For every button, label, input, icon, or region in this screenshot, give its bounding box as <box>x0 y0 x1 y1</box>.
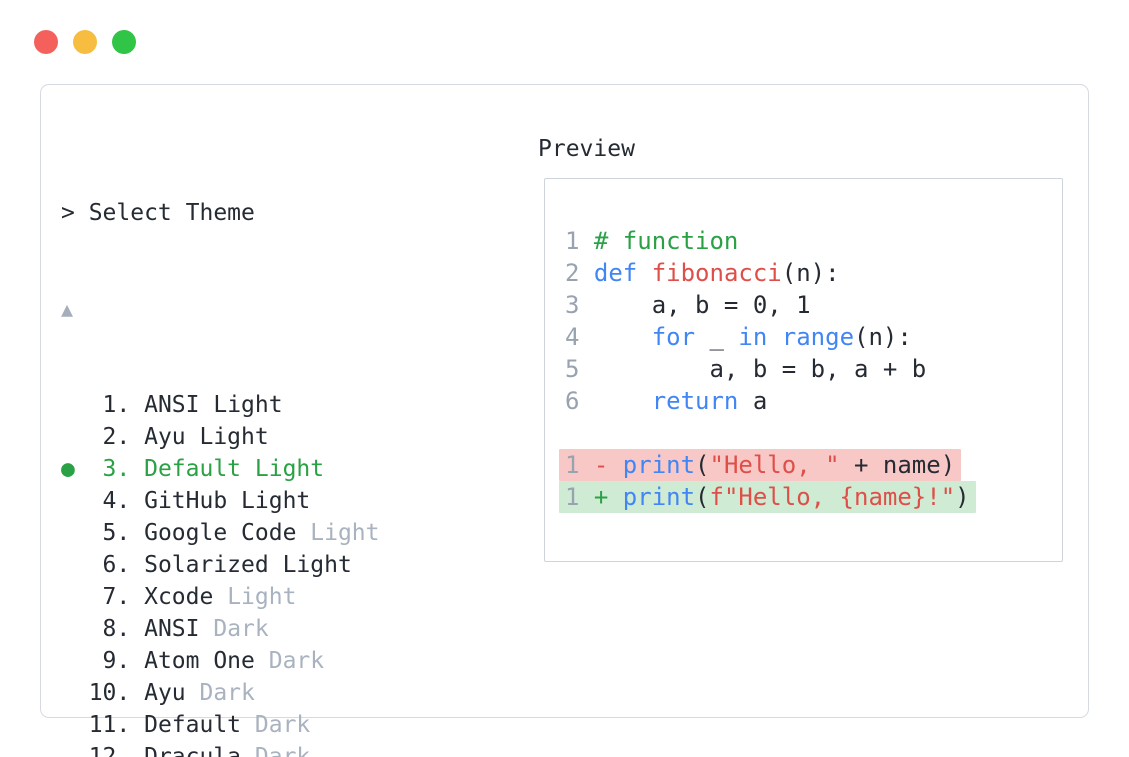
close-button[interactable] <box>34 30 58 54</box>
diff-added-line: 1+ print(f"Hello, {name}!") <box>559 481 976 513</box>
theme-list-item-solarized-light[interactable]: 6. Solarized Light <box>74 552 352 578</box>
code-line: 1# function <box>565 227 739 255</box>
selected-indicator-dot: ● <box>61 456 75 482</box>
scroll-up-indicator[interactable]: ▲ <box>61 297 74 321</box>
line-number: 6 <box>565 387 580 415</box>
theme-list-item-ansi-dark[interactable]: 8. ANSI Dark <box>74 616 269 642</box>
theme-list-item-ayu-light[interactable]: 2. Ayu Light <box>74 424 269 450</box>
theme-list: 1. ANSI Light 2. Ayu Light ● 3. Default L… <box>61 389 878 757</box>
theme-list-item-atom-one-dark[interactable]: 9. Atom One Dark <box>74 648 325 674</box>
theme-list-item-default-dark[interactable]: 11. Default Dark <box>74 712 311 738</box>
preview-title: Preview <box>538 136 635 162</box>
minimize-button[interactable] <box>73 30 97 54</box>
line-number: 1 <box>565 227 580 255</box>
line-number: 1 <box>565 451 580 479</box>
theme-list-item-default-light[interactable]: ● 3. Default Light <box>61 456 325 482</box>
theme-selector: > Select Theme ▲ 1. ANSI Light 2. Ayu Li… <box>61 133 878 757</box>
diff-removed-line: 1- print("Hello, " + name) <box>559 449 962 481</box>
line-number: 4 <box>565 323 580 351</box>
theme-list-item-dracula-dark[interactable]: 12. Dracula Dark <box>74 744 311 757</box>
line-number: 5 <box>565 355 580 383</box>
code-line: 3 a, b = 0, 1 <box>565 291 811 319</box>
code-line: 4 for _ in range(n): <box>565 323 912 351</box>
window-controls <box>34 30 136 54</box>
code-line: 6 return a <box>565 387 768 415</box>
theme-list-item-github-light[interactable]: 4. GitHub Light <box>74 488 311 514</box>
line-number: 3 <box>565 291 580 319</box>
select-theme-prompt: > Select Theme <box>61 200 255 226</box>
theme-list-item-xcode-light[interactable]: 7. Xcode Light <box>74 584 297 610</box>
line-number: 1 <box>565 483 580 511</box>
code-line: 5 a, b = b, a + b <box>565 355 927 383</box>
theme-list-item-google-code-light[interactable]: 5. Google Code Light <box>74 520 380 546</box>
theme-list-item-ayu-dark[interactable]: 10. Ayu Dark <box>74 680 255 706</box>
theme-list-item-ansi-light[interactable]: 1. ANSI Light <box>74 392 283 418</box>
line-number: 2 <box>565 259 580 287</box>
theme-selector-card: > Select Theme ▲ 1. ANSI Light 2. Ayu Li… <box>40 84 1089 757</box>
maximize-button[interactable] <box>112 30 136 54</box>
